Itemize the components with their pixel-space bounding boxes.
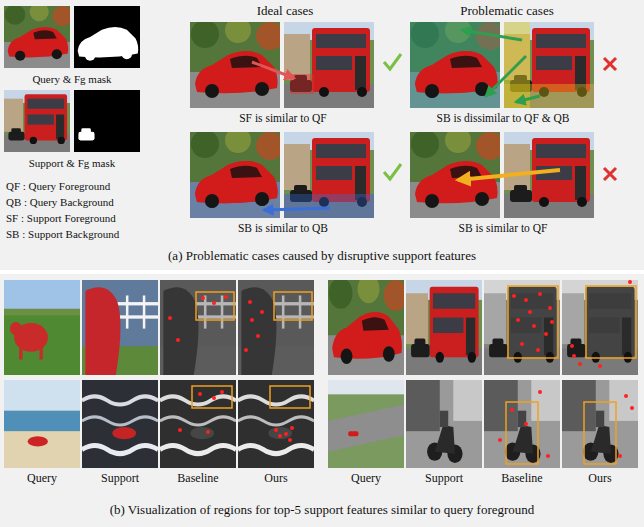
column-label: Support	[425, 471, 463, 485]
column-label: Ours	[588, 471, 611, 485]
figure-caption: SB is dissimilar to QF & QB	[437, 112, 570, 126]
column-label: Support	[101, 471, 139, 485]
column-label: Baseline	[177, 471, 218, 485]
case-panel: SB is similar to QF	[410, 132, 596, 236]
image-pair: Support & Fg mask	[4, 90, 140, 170]
figure-caption: (b) Visualization of regions for top-5 s…	[110, 502, 535, 518]
case-panel: SB is dissimilar to QF & QB	[410, 22, 596, 126]
figure-caption: SF is similar to QF	[239, 112, 327, 126]
figure-panel: (b) Visualization of regions for top-5 s…	[0, 274, 644, 527]
column-heading: Problematic cases	[460, 3, 554, 19]
abbreviation-note: QF : Query Foreground	[6, 180, 110, 193]
figure-caption: SB is similar to QB	[238, 222, 328, 236]
column-heading: Ideal cases	[257, 3, 314, 19]
abbreviation-note: SB : Support Background	[6, 228, 119, 241]
case-panel: SF is similar to QF	[190, 22, 376, 126]
abbreviation-note: QB : Query Background	[6, 196, 114, 209]
figure-caption: Support & Fg mask	[29, 157, 115, 170]
figure-caption: (a) Problematic cases caused by disrupti…	[168, 248, 476, 264]
abbreviation-note: SF : Support Foreground	[6, 212, 116, 225]
column-label: Query	[351, 471, 381, 485]
image-pair: Query & Fg mask	[4, 6, 140, 86]
figure-caption: SB is similar to QF	[459, 222, 548, 236]
column-label: Query	[27, 471, 57, 485]
figure-caption: Query & Fg mask	[32, 73, 111, 86]
case-panel: SB is similar to QB	[190, 132, 376, 236]
column-label: Baseline	[501, 471, 542, 485]
column-label: Ours	[264, 471, 287, 485]
